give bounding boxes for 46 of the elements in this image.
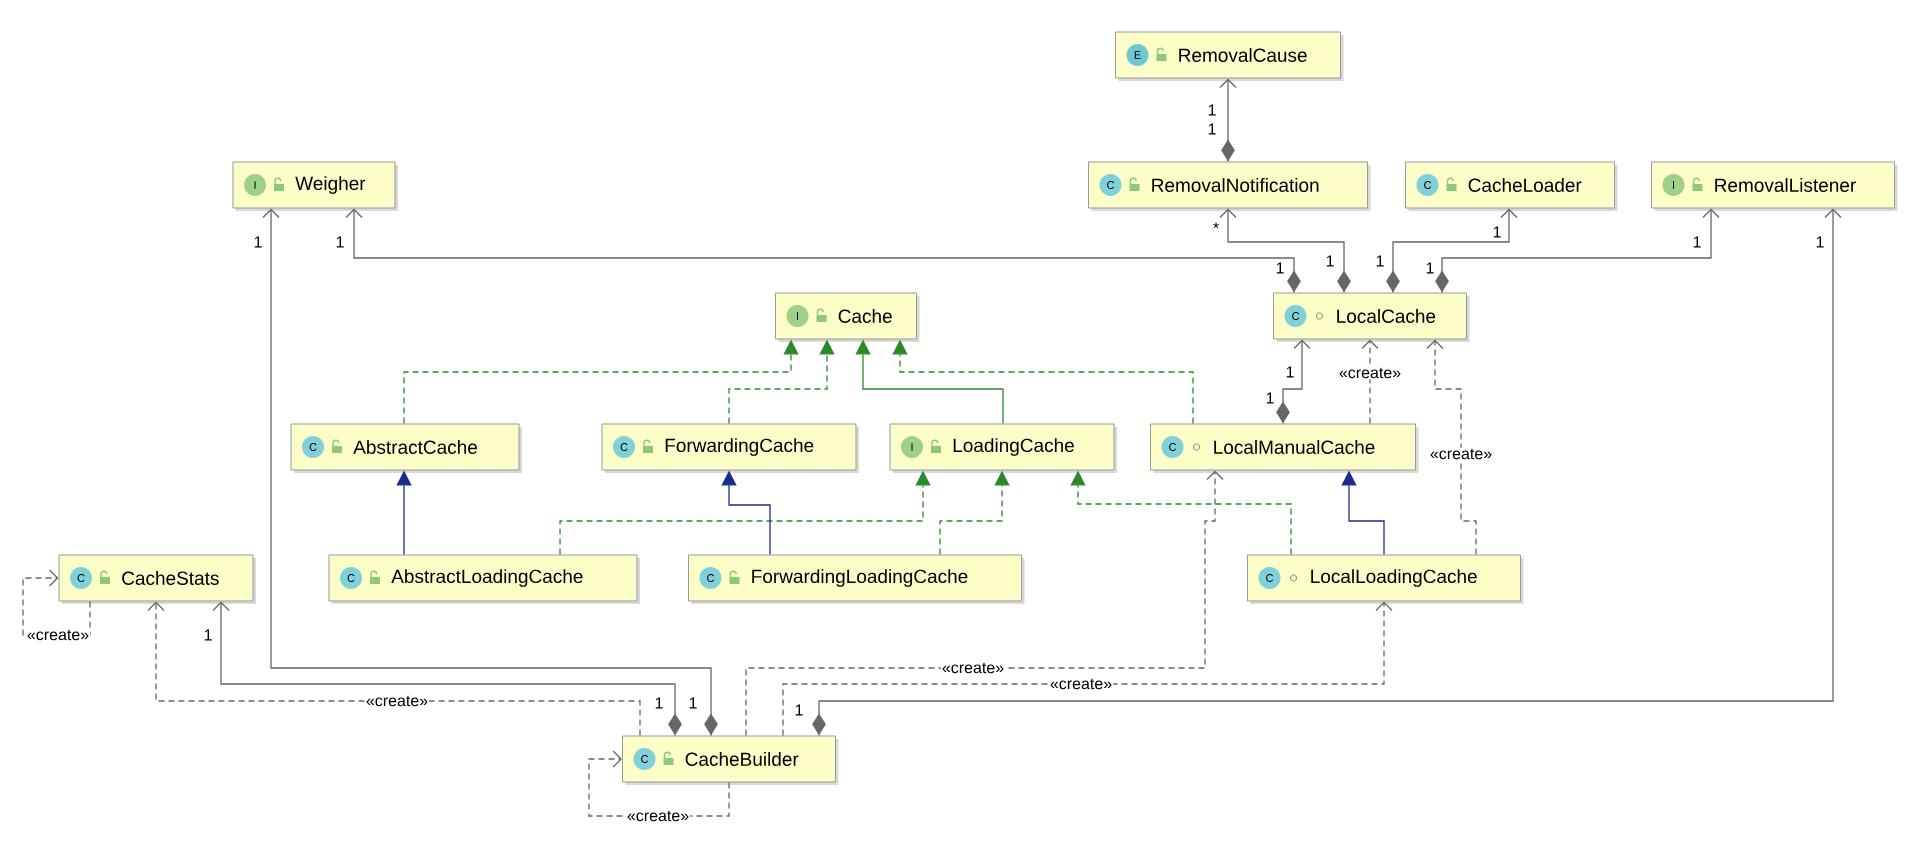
- class-box: C ForwardingCache: [601, 423, 859, 473]
- class-box: C LocalCache: [1273, 292, 1470, 342]
- class-box: I LoadingCache: [889, 423, 1117, 473]
- class-box: C AbstractLoadingCache: [328, 554, 640, 604]
- multiplicity-label: 1: [795, 704, 803, 716]
- class-box: C ForwardingLoadingCache: [688, 554, 1025, 604]
- class-box: C CacheLoader: [1405, 161, 1618, 211]
- class-box: E RemovalCause: [1115, 31, 1344, 81]
- class-box: C RemovalNotification: [1088, 161, 1371, 211]
- class-box: I RemovalListener: [1651, 161, 1898, 211]
- connector-arrow: [782, 601, 1393, 737]
- connector-arrow: [1361, 339, 1379, 425]
- class-box: I Weigher: [232, 161, 398, 211]
- connector-arrow: [1426, 339, 1477, 556]
- class-box: I Cache: [775, 292, 920, 342]
- class-box: C CacheBuilder: [622, 735, 839, 785]
- connector-arrow: [147, 601, 641, 737]
- connector-arrow: [745, 470, 1224, 737]
- multiplicity-label: 1: [1426, 262, 1434, 274]
- class-box: C LocalManualCache: [1150, 423, 1419, 473]
- multiplicity-label: 1: [1208, 123, 1216, 135]
- edge-label: 1: [202, 628, 214, 642]
- edge-label: «create»: [625, 809, 691, 823]
- multiplicity-label: 1: [689, 697, 697, 709]
- edge-label: «create»: [940, 661, 1006, 675]
- edge-label: «create»: [1048, 677, 1114, 691]
- edge-label: 1: [1206, 103, 1218, 117]
- edge-label: «create»: [1428, 447, 1494, 461]
- class-box: C LocalLoadingCache: [1247, 554, 1524, 604]
- edge-label: 1: [1691, 235, 1703, 249]
- edge-label: «create»: [25, 628, 91, 642]
- edge-label: 1: [1284, 365, 1296, 379]
- class-box: C AbstractCache: [290, 423, 522, 473]
- multiplicity-label: 1: [1276, 262, 1284, 274]
- edge-label: 1: [252, 235, 264, 249]
- multiplicity-label: 1: [1376, 255, 1384, 267]
- edge-label: 1: [334, 235, 346, 249]
- edge-label: «create»: [1337, 366, 1403, 380]
- edge-label: «create»: [364, 694, 430, 708]
- edge-label: 1: [1491, 225, 1503, 239]
- edge-label: 1: [1814, 235, 1826, 249]
- multiplicity-label: 1: [1266, 392, 1274, 404]
- edge-label: *: [1211, 221, 1221, 235]
- multiplicity-label: 1: [655, 697, 663, 709]
- class-box: C CacheStats: [58, 554, 256, 604]
- multiplicity-label: 1: [1326, 255, 1334, 267]
